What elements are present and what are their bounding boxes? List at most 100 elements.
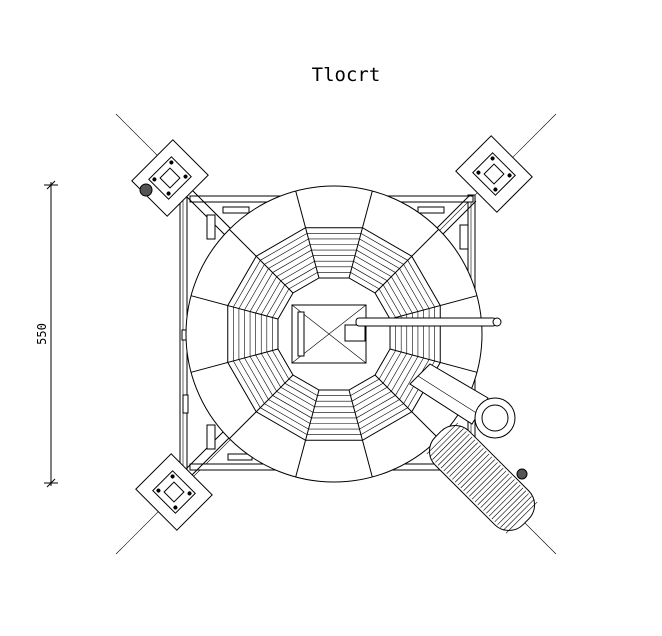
tube-ring [477, 473, 510, 506]
roof-plank [264, 403, 309, 430]
roof-plank [260, 353, 281, 388]
roof-plank [255, 276, 277, 314]
roof-rib [374, 228, 440, 294]
roof-plank [354, 255, 392, 277]
roof-rib [348, 190, 373, 279]
post-top-right [455, 135, 533, 213]
roof-plank [272, 288, 290, 318]
tube-ring [469, 465, 501, 497]
roof-plank [238, 264, 265, 309]
tube-ring [483, 479, 515, 511]
roof-plank [357, 244, 400, 269]
tube-ring [494, 490, 527, 523]
bolt-icon [139, 183, 153, 197]
roof-plank [249, 272, 273, 312]
handrail-bar [355, 317, 502, 327]
tube-ring [486, 482, 518, 514]
side-posts [181, 206, 469, 461]
roof-plank [272, 350, 290, 380]
tube-ring [446, 442, 478, 474]
roof-plank [244, 357, 269, 400]
tube-ring [471, 467, 504, 500]
roof-plank [351, 382, 384, 402]
roof-plank [354, 391, 392, 413]
tube-ring [435, 431, 467, 463]
roof-plank [272, 395, 312, 419]
tube-ring [449, 445, 481, 477]
roof-rib [389, 348, 478, 373]
roof-plank [359, 403, 404, 430]
roof-plank [233, 360, 261, 408]
roof-plank [280, 387, 315, 408]
roof-rib [374, 374, 440, 440]
roof-plank [238, 359, 265, 404]
tube-ring [457, 453, 490, 486]
tube-ring [440, 436, 473, 469]
tube-ring [454, 450, 487, 483]
roof-plank [244, 268, 269, 311]
roof-plank [260, 233, 308, 261]
roof-rib [190, 295, 279, 320]
roof-plank [268, 399, 311, 424]
roof-plank [382, 351, 402, 384]
drawing-title: Tlocrt [312, 64, 381, 86]
roof-plank [268, 244, 311, 269]
roof-plank [280, 260, 315, 281]
roof-plank [266, 284, 286, 317]
roof-plank [399, 268, 424, 311]
roof-plank [356, 395, 396, 419]
tube-ring [429, 425, 461, 457]
tube-ring [474, 470, 507, 503]
roof-rib [348, 389, 373, 478]
roof-plank [260, 407, 308, 435]
tube-ring [463, 459, 495, 491]
roof-plank [399, 357, 424, 400]
dimension-label: 550 [35, 323, 49, 345]
roof-plank [264, 238, 309, 265]
roof-plank [359, 238, 404, 265]
tube-ring [491, 487, 524, 520]
post-top-left [131, 139, 209, 217]
roof-plank [255, 354, 277, 392]
roof-rib [190, 348, 279, 373]
roof-rib [295, 190, 320, 279]
roof-plank [360, 407, 408, 435]
roof-plank [353, 387, 388, 408]
roof-plank [391, 354, 413, 392]
roof-plank [391, 276, 413, 314]
roof-plank [387, 353, 408, 388]
roof-plank [288, 272, 318, 290]
dimension-line: 550 [35, 180, 58, 488]
tube-ring [443, 439, 476, 472]
slide-chute [409, 363, 538, 534]
tube-ring [432, 428, 464, 460]
roof-plank [351, 266, 384, 286]
tube-ring [480, 476, 512, 508]
tube-ring [426, 422, 459, 455]
roof-plank [395, 356, 419, 396]
tube-ring [500, 496, 532, 528]
roof-plank [353, 260, 388, 281]
roof-plank [272, 249, 312, 273]
roof-plank [350, 378, 380, 396]
roof-rib [228, 374, 294, 440]
roof-plank [276, 255, 314, 277]
roof-plank [260, 280, 281, 315]
roof-plank [233, 260, 261, 308]
tube-ring [505, 501, 538, 534]
roof-plank [357, 399, 400, 424]
tube-ring [497, 493, 529, 525]
central-platform [291, 304, 367, 364]
roof-plank [395, 272, 419, 312]
roof-plank [382, 284, 402, 317]
roof-rib [295, 389, 320, 478]
post-bottom-left [135, 453, 213, 531]
tube-ring [437, 433, 470, 466]
roof-plank [266, 351, 286, 384]
roof-rib [389, 295, 478, 320]
roof-plank [288, 378, 318, 396]
roof-plank [284, 266, 317, 286]
roof-plank [276, 391, 314, 413]
roof-plank [378, 350, 396, 380]
